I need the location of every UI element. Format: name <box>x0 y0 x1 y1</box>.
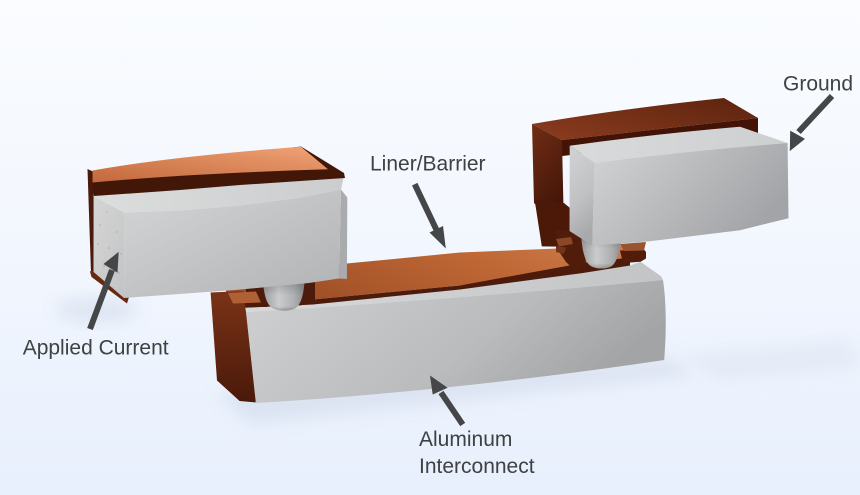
svg-text:Ground: Ground <box>783 73 853 96</box>
svg-text:Interconnect: Interconnect <box>419 455 535 478</box>
svg-text:Applied Current: Applied Current <box>23 337 169 360</box>
svg-text:Aluminum: Aluminum <box>419 428 512 451</box>
svg-text:Liner/Barrier: Liner/Barrier <box>370 153 486 176</box>
